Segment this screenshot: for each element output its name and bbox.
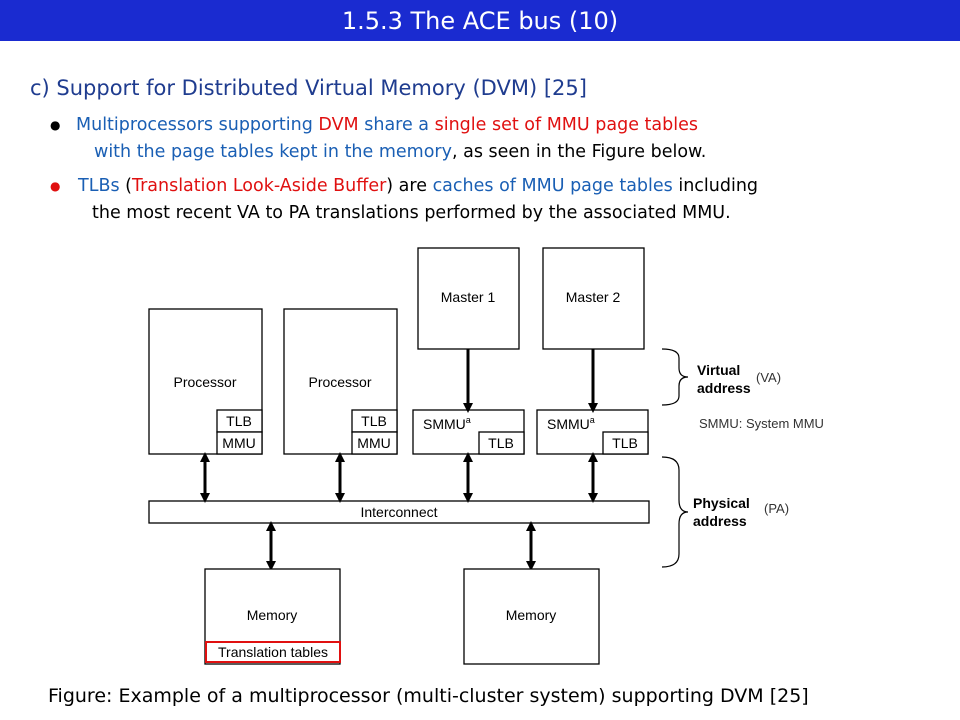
processor-1-mmu-label: MMU xyxy=(222,435,255,451)
processor-2-label: Processor xyxy=(308,374,371,390)
processor-1-tlb-label: TLB xyxy=(226,413,252,429)
figure-caption: Figure: Example of a multiprocessor (mul… xyxy=(48,685,809,707)
smmu-1: SMMUa TLB xyxy=(412,409,525,455)
bullet2-text-g: the most recent VA to PA translations pe… xyxy=(92,203,731,223)
smmu-2: SMMUa TLB xyxy=(536,409,649,455)
slide-title: 1.5.3 The ACE bus (10) xyxy=(0,0,960,41)
smmu-1-tlb-label: TLB xyxy=(488,435,514,451)
bullet1-text-b: DVM xyxy=(318,115,359,135)
bullet1-text-a: Multiprocessors supporting xyxy=(76,115,319,135)
memory-1-label: Memory xyxy=(247,607,298,623)
virtual-address-brace-icon xyxy=(661,348,689,406)
translation-tables-label: Translation tables xyxy=(218,644,328,660)
memory-2-label: Memory xyxy=(506,607,557,623)
processor-1-label: Processor xyxy=(173,374,236,390)
processor-1: Processor TLB MMU xyxy=(148,308,263,455)
smmu-1-label: SMMUa xyxy=(423,415,471,432)
master-1: Master 1 xyxy=(417,247,520,350)
bullet-dvm: ● Multiprocessors supporting DVM share a… xyxy=(50,112,707,166)
bullet2-text-a: TLBs xyxy=(78,176,120,196)
processor-2-tlb-label: TLB xyxy=(361,413,387,429)
physical-address-brace-icon xyxy=(661,456,689,568)
smmu-2-tlb-label: TLB xyxy=(612,435,638,451)
physical-label-line1: Physical xyxy=(693,495,750,511)
bullet2-text-c: Translation Look-Aside Buffer xyxy=(131,176,387,196)
memory-2: Memory xyxy=(463,568,600,665)
bullet-dot-icon: ● xyxy=(50,118,61,132)
physical-label-line2: address xyxy=(693,513,747,529)
bullet1-text-f: , as seen in the Figure below. xyxy=(451,142,707,162)
section-heading: c) Support for Distributed Virtual Memor… xyxy=(30,76,587,100)
virtual-label-line1: Virtual xyxy=(697,362,740,378)
bullet-tlb: ● TLBs (Translation Look-Aside Buffer) a… xyxy=(50,173,759,227)
bullet2-text-f: including xyxy=(672,176,759,196)
smmu-note: SMMU: System MMU xyxy=(699,416,824,431)
pa-tag: (PA) xyxy=(764,501,789,516)
bullet2-text-e: caches of MMU page tables xyxy=(432,176,673,196)
bullet1-text-c: share a xyxy=(358,115,435,135)
interconnect: Interconnect xyxy=(148,500,650,524)
bullet-dot-icon: ● xyxy=(50,179,61,193)
bullet2-text-d: ) are xyxy=(386,176,433,196)
interconnect-label: Interconnect xyxy=(360,504,437,520)
master-2-label: Master 2 xyxy=(566,289,621,305)
processor-2-mmu-label: MMU xyxy=(357,435,390,451)
bullet1-text-e: with the page tables kept in the memory xyxy=(94,142,452,162)
processor-2: Processor TLB MMU xyxy=(283,308,398,455)
bullet2-text-b: ( xyxy=(119,176,132,196)
smmu-2-label: SMMUa xyxy=(547,415,595,432)
master-2: Master 2 xyxy=(542,247,645,350)
bullet1-text-d: single set of MMU page tables xyxy=(434,115,698,135)
va-tag: (VA) xyxy=(756,370,781,385)
master-1-label: Master 1 xyxy=(441,289,496,305)
memory-1: Memory Translation tables xyxy=(204,568,341,665)
virtual-label-line2: address xyxy=(697,380,751,396)
